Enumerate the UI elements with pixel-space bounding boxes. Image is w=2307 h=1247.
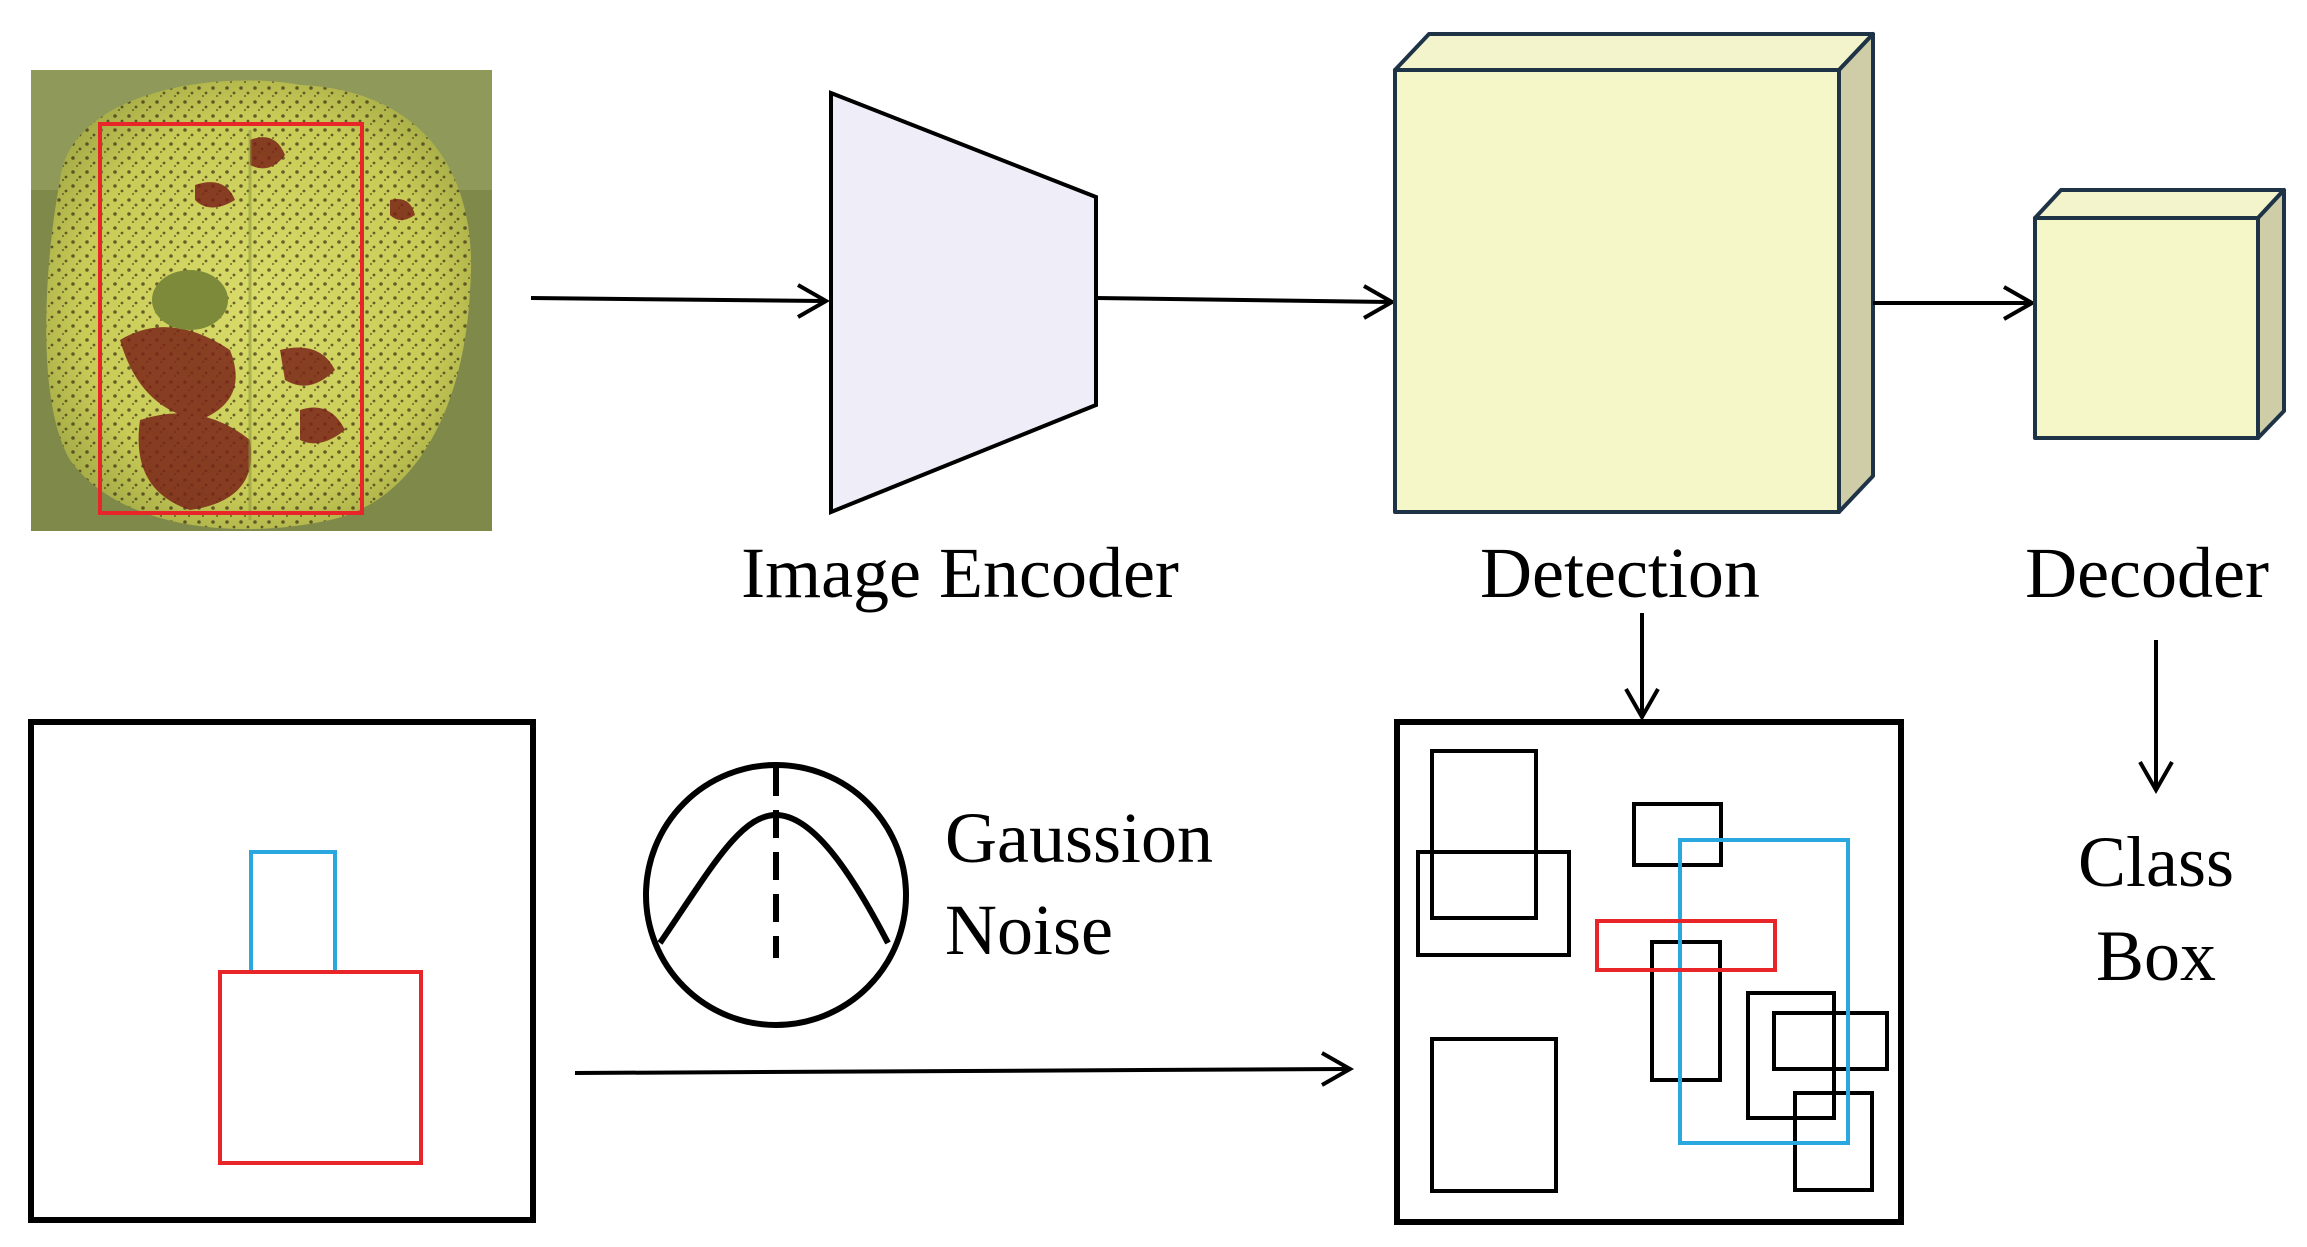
arrow-detection-to-decoder — [1873, 285, 2037, 321]
arrow-image-to-encoder — [530, 283, 831, 319]
image-encoder-block — [829, 90, 1098, 515]
leaf-image — [31, 70, 492, 531]
detection-cube — [1393, 32, 1875, 514]
decoder-label: Decoder — [2025, 533, 2269, 613]
output-box-label: Box — [2096, 916, 2216, 996]
arrow-noise-to-boxes — [574, 1051, 1355, 1087]
gaussian-noise-label-line1: Gaussion — [945, 798, 1213, 878]
gt-red-box — [218, 970, 423, 1165]
arrow-detection-down — [1624, 613, 1660, 722]
gaussian-noise-icon — [643, 762, 909, 1028]
gaussian-noise-label-line2: Noise — [945, 890, 1113, 970]
detection-label: Detection — [1480, 533, 1760, 613]
noisy-black-boxes — [1416, 749, 1889, 1193]
output-class-label: Class — [2078, 822, 2234, 902]
decoder-cube — [2033, 188, 2286, 440]
noisy-red-box — [1595, 919, 1777, 972]
arrow-decoder-down — [2138, 640, 2174, 795]
arrow-encoder-to-detection — [1095, 284, 1397, 320]
noisy-blue-box — [1678, 838, 1850, 1145]
image-encoder-label: Image Encoder — [741, 533, 1179, 613]
leaf-red-bbox — [98, 122, 364, 515]
